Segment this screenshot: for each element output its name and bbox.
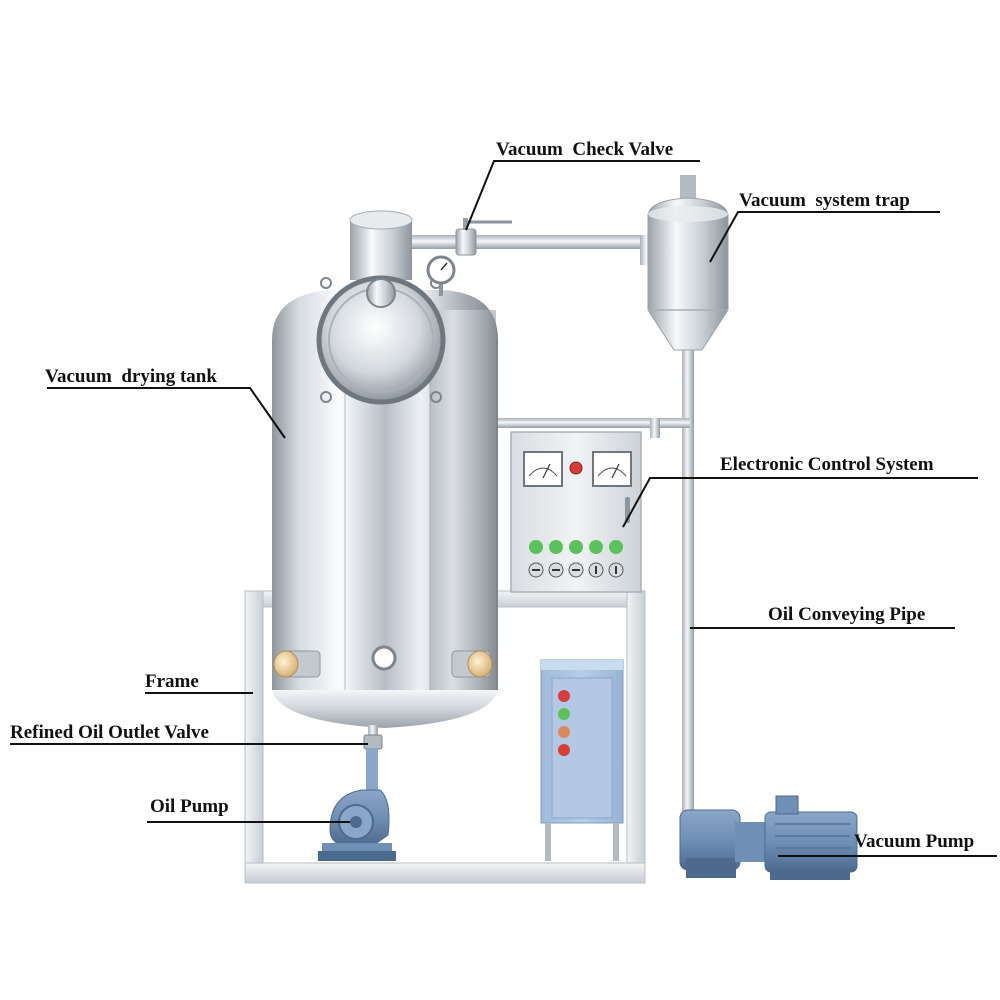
label-vacuum-drying-tank: Vacuum drying tank <box>45 366 217 387</box>
frame-right-post <box>626 590 646 884</box>
frame-bottom-bar <box>244 862 646 884</box>
vacuum-check-valve <box>455 218 512 256</box>
leader-check-valve <box>465 160 700 231</box>
manhole-cover <box>316 275 446 405</box>
vacuum-system-trap <box>647 180 729 351</box>
label-vacuum-check-valve: Vacuum Check Valve <box>496 139 673 160</box>
label-vacuum-system-trap: Vacuum system trap <box>739 190 910 211</box>
label-frame: Frame <box>145 671 199 692</box>
side-pipe <box>495 418 690 438</box>
electronic-control-system <box>510 431 642 593</box>
label-oil-pump: Oil Pump <box>150 796 229 817</box>
vacuum-drying-tank <box>272 210 498 728</box>
leader-system-trap <box>709 211 940 263</box>
electric-cabinet <box>540 659 624 861</box>
leader-control-system <box>622 477 978 528</box>
refined-oil-outlet-valve <box>363 725 383 750</box>
frame-left-post <box>244 590 264 884</box>
label-oil-conveying-pipe: Oil Conveying Pipe <box>768 604 925 625</box>
oil-pump <box>318 749 396 861</box>
bottom-gauge <box>371 645 397 671</box>
leader-drying-tank <box>47 387 286 439</box>
side-ports <box>273 650 493 678</box>
pressure-gauge <box>426 255 456 296</box>
label-refined-oil-outlet-valve: Refined Oil Outlet Valve <box>10 722 209 743</box>
vacuum-pump <box>679 795 858 880</box>
label-vacuum-pump: Vacuum Pump <box>854 831 974 852</box>
leader-lines <box>10 160 997 857</box>
label-electronic-control-system: Electronic Control System <box>720 454 934 475</box>
